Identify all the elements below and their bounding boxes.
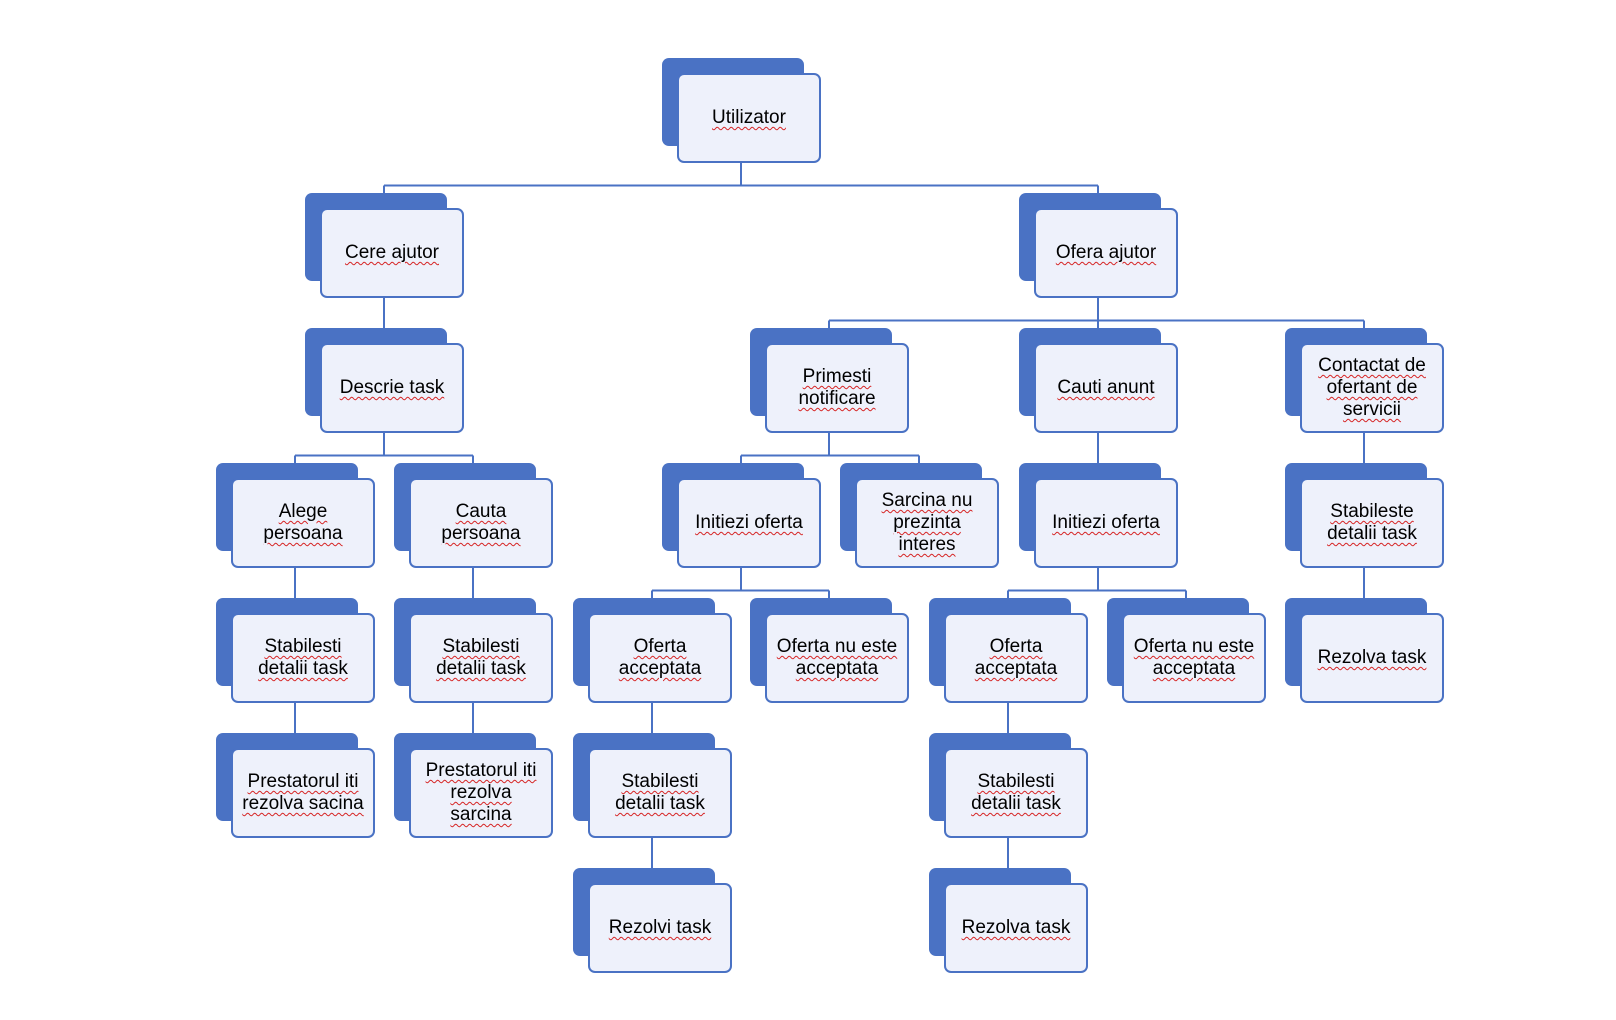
node-label-ofera-ajutor: Ofera ajutor [1055,242,1157,263]
node-label-contactat: Contactat de ofertant de servicii [1318,355,1426,420]
node-box: Oferta acceptata [944,613,1088,703]
node-box: Cere ajutor [320,208,464,298]
node-box: Stabilesti detalii task [588,748,732,838]
node-box: Contactat de ofertant de servicii [1300,343,1444,433]
node-box: Stabileste detalii task [1300,478,1444,568]
node-label-descrie-task: Descrie task [339,377,445,398]
node-box: Stabilesti detalii task [944,748,1088,838]
node-box: Prestatorul iti rezolva sarcina [409,748,553,838]
node-box: Initiezi oferta [677,478,821,568]
node-label-oferta-nu-1: Oferta nu este acceptata [776,636,898,679]
node-label-cauti-anunt: Cauti anunt [1057,377,1155,398]
node-box: Rezolva task [1300,613,1444,703]
node-label-sarcina-nu: Sarcina nu prezinta interes [881,490,973,555]
node-label-prestatorul-2: Prestatorul iti rezolva sarcina [425,760,537,825]
node-label-utilizator: Utilizator [712,107,786,128]
node-label-rezolvi-task: Rezolvi task [608,917,712,938]
node-label-initiezi-oferta-2: Initiezi oferta [1052,512,1160,533]
node-box: Prestatorul iti rezolva sacina [231,748,375,838]
node-label-rezolva-task-2: Rezolva task [961,917,1071,938]
node-label-stabilesti-detalii-2: Stabilesti detalii task [436,636,526,679]
node-label-stabilesti-detalii-3: Stabilesti detalii task [615,771,705,814]
node-box: Rezolvi task [588,883,732,973]
node-label-cauta-persoana: Cauta persoana [441,501,521,544]
node-box: Primesti notificare [765,343,909,433]
node-label-oferta-acceptata-2: Oferta acceptata [974,636,1058,679]
node-box: Ofera ajutor [1034,208,1178,298]
node-box: Oferta nu este acceptata [1122,613,1266,703]
node-label-stabileste-detalii: Stabileste detalii task [1327,501,1417,544]
node-box: Stabilesti detalii task [409,613,553,703]
node-box: Cauti anunt [1034,343,1178,433]
node-box: Alege persoana [231,478,375,568]
node-label-oferta-nu-2: Oferta nu este acceptata [1133,636,1255,679]
node-label-oferta-acceptata-1: Oferta acceptata [618,636,702,679]
node-label-rezolva-task-1: Rezolva task [1317,647,1427,668]
node-label-stabilesti-detalii-1: Stabilesti detalii task [258,636,348,679]
node-box: Rezolva task [944,883,1088,973]
node-box: Initiezi oferta [1034,478,1178,568]
node-box: Cauta persoana [409,478,553,568]
node-label-cere-ajutor: Cere ajutor [345,242,439,263]
node-box: Oferta nu este acceptata [765,613,909,703]
node-label-stabilesti-detalii-4: Stabilesti detalii task [971,771,1061,814]
node-box: Utilizator [677,73,821,163]
node-box: Stabilesti detalii task [231,613,375,703]
node-label-prestatorul-1: Prestatorul iti rezolva sacina [242,771,364,814]
node-box: Oferta acceptata [588,613,732,703]
node-label-primesti-notificare: Primesti notificare [798,366,876,409]
node-box: Sarcina nu prezinta interes [855,478,999,568]
node-label-initiezi-oferta-1: Initiezi oferta [695,512,803,533]
node-box: Descrie task [320,343,464,433]
node-label-alege-persoana: Alege persoana [263,501,343,544]
